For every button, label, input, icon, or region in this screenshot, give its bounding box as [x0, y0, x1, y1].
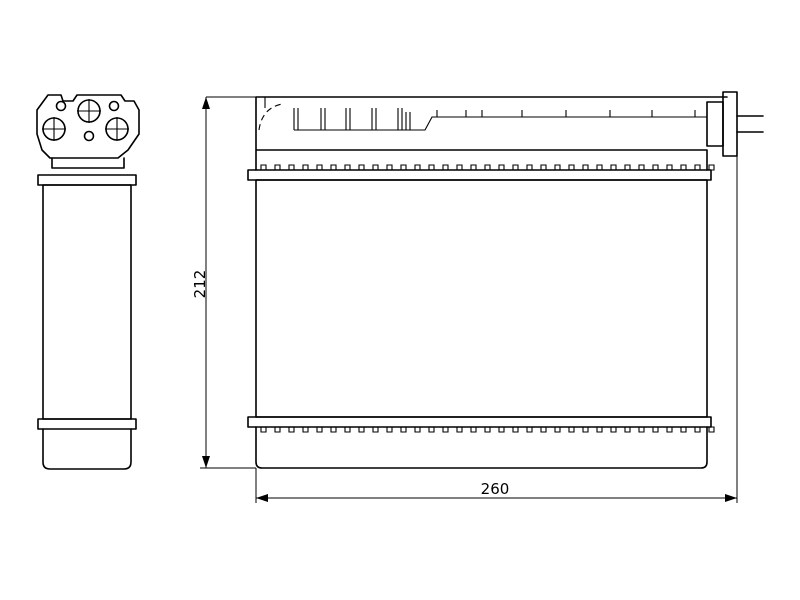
front-view-core [255, 179, 708, 418]
front-view-top-tank [255, 96, 728, 171]
height-dimension-label: 212 [191, 270, 209, 299]
bolt-hole-icon [108, 100, 120, 112]
side-view [36, 94, 140, 470]
front-view-tank-curve [258, 103, 283, 131]
side-view-top-band [37, 174, 137, 186]
front-view-upper-header [247, 169, 712, 181]
width-dimension-label: 260 [481, 480, 510, 498]
port-circle-icon [105, 117, 129, 141]
width-dimension: 260 [255, 156, 738, 503]
front-view-upper-notches [256, 164, 715, 171]
front-view-lower-header [247, 416, 712, 428]
side-view-core [42, 184, 132, 420]
side-view-flange-neck [51, 157, 125, 169]
height-dimension: 212 [191, 96, 256, 469]
front-view-lower-notches [256, 426, 715, 433]
front-view-tank-breakline [294, 116, 707, 131]
front-view-tank-ticks [293, 108, 696, 130]
port-circle-icon [42, 117, 66, 141]
front-view [247, 91, 764, 469]
side-view-flange [36, 94, 140, 159]
front-view-pipe-stub [706, 101, 724, 147]
bolt-hole-icon [55, 100, 67, 112]
front-view-flange-plate [722, 91, 738, 157]
port-circle-icon [77, 99, 101, 123]
front-view-bottom-tank [255, 426, 708, 469]
bolt-hole-icon [83, 130, 95, 142]
side-view-bottom-tank [42, 428, 132, 470]
side-view-bottom-band [37, 418, 137, 430]
